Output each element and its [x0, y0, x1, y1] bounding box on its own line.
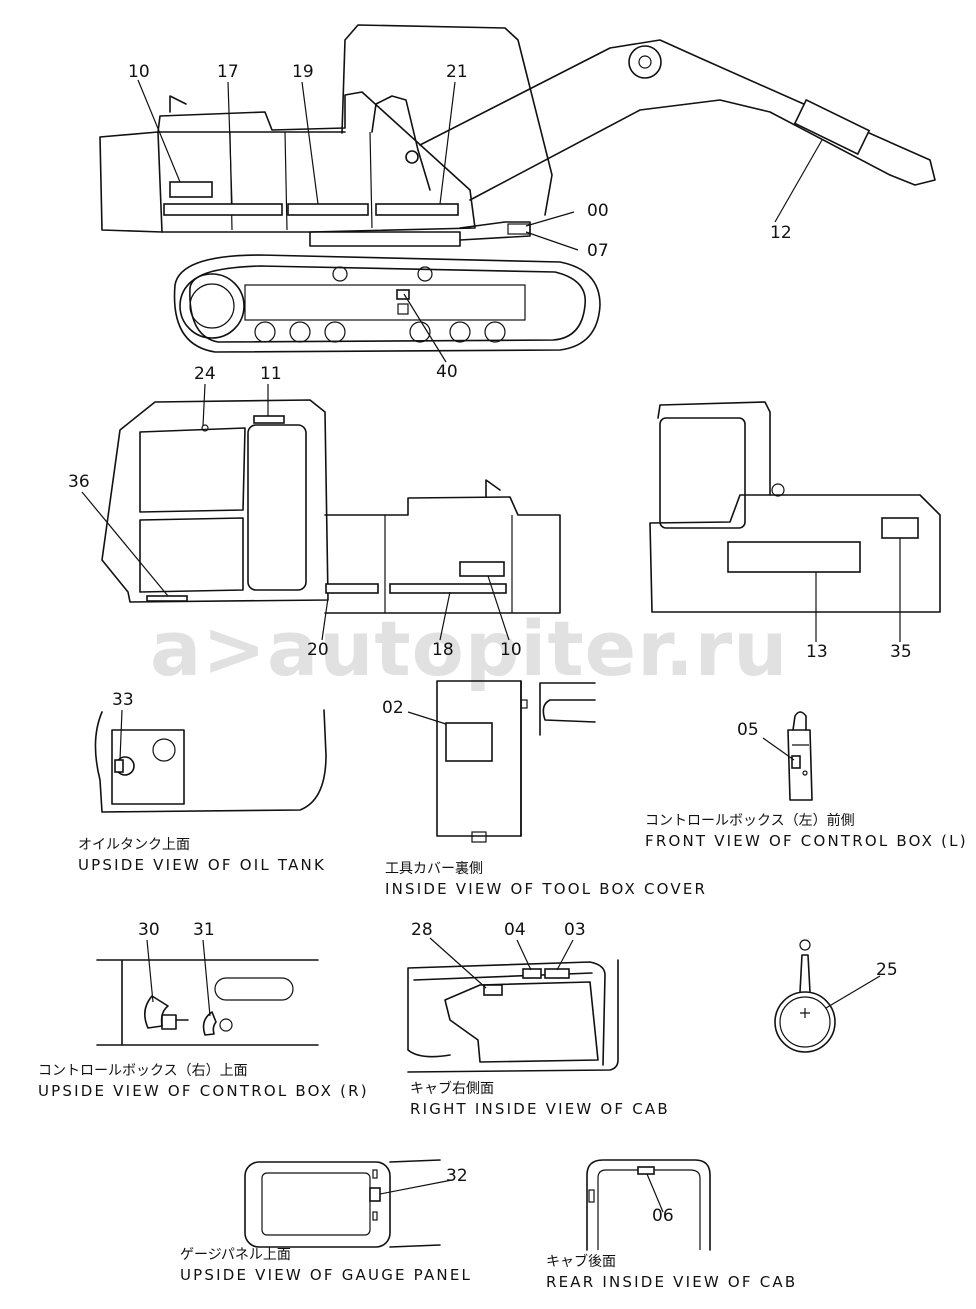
caption-gauge-panel-en: UPSIDE VIEW OF GAUGE PANEL — [180, 1265, 473, 1284]
caption-tool-box-en: INSIDE VIEW OF TOOL BOX COVER — [385, 879, 708, 898]
caption-control-box-l-jp: コントロールボックス（左）前側 — [645, 813, 855, 829]
part-number-36: 36 — [68, 472, 90, 492]
caption-cab-right: キャブ右側面 RIGHT INSIDE VIEW OF CAB — [410, 1080, 670, 1119]
caption-tool-box-jp: 工具カバー裏側 — [385, 861, 483, 877]
part-number-20: 20 — [307, 640, 329, 660]
gauge-panel-drawing — [244, 1159, 441, 1248]
part-number-11: 11 — [260, 364, 282, 384]
part-number-04: 04 — [504, 920, 526, 940]
leader-lines — [81, 79, 901, 1213]
tool-box-cover-drawing — [436, 680, 596, 843]
caption-tool-box: 工具カバー裏側 INSIDE VIEW OF TOOL BOX COVER — [385, 860, 707, 899]
part-number-19: 19 — [292, 62, 314, 82]
part-number-00: 00 — [587, 201, 609, 221]
part-number-35: 35 — [890, 642, 912, 662]
part-number-30: 30 — [138, 920, 160, 940]
caption-oil-tank-jp: オイルタンク上面 — [78, 837, 190, 853]
caption-control-box-r-jp: コントロールボックス（右）上面 — [38, 1063, 248, 1079]
gauge-sender-drawing — [774, 939, 836, 1053]
part-number-10-cab: 10 — [500, 640, 522, 660]
caption-cab-right-en: RIGHT INSIDE VIEW OF CAB — [410, 1099, 670, 1118]
caption-gauge-panel-jp: ゲージパネル上面 — [180, 1247, 291, 1263]
caption-cab-rear-jp: キャブ後面 — [546, 1254, 616, 1270]
part-number-18: 18 — [432, 640, 454, 660]
part-number-17: 17 — [217, 62, 239, 82]
excavator-front-view — [649, 401, 941, 613]
part-number-31: 31 — [193, 920, 215, 940]
part-number-12: 12 — [770, 223, 792, 243]
part-number-07: 07 — [587, 241, 609, 261]
caption-oil-tank-en: UPSIDE VIEW OF OIL TANK — [78, 855, 327, 874]
part-number-24: 24 — [194, 364, 216, 384]
caption-gauge-panel: ゲージパネル上面 UPSIDE VIEW OF GAUGE PANEL — [180, 1246, 472, 1285]
caption-oil-tank: オイルタンク上面 UPSIDE VIEW OF OIL TANK — [78, 836, 326, 875]
part-number-13: 13 — [806, 642, 828, 662]
part-number-05: 05 — [737, 720, 759, 740]
control-box-right-drawing — [96, 959, 319, 1046]
caption-control-box-l-en: FRONT VIEW OF CONTROL BOX (L) — [645, 831, 968, 850]
cab-right-inside-drawing — [407, 959, 619, 1073]
part-number-25: 25 — [876, 960, 898, 980]
cab-rear-drawing — [586, 1159, 711, 1251]
caption-cab-rear-en: REAR INSIDE VIEW OF CAB — [546, 1272, 798, 1291]
caption-cab-right-jp: キャブ右側面 — [410, 1081, 494, 1097]
part-number-28: 28 — [411, 920, 433, 940]
part-number-32: 32 — [446, 1166, 468, 1186]
cab-side-view — [101, 399, 561, 614]
part-number-02: 02 — [382, 698, 404, 718]
part-number-40: 40 — [436, 362, 458, 382]
excavator-side-view — [99, 24, 936, 353]
control-box-left-drawing — [787, 711, 813, 801]
caption-control-box-l: コントロールボックス（左）前側 FRONT VIEW OF CONTROL BO… — [645, 812, 968, 851]
part-number-21: 21 — [446, 62, 468, 82]
caption-control-box-r: コントロールボックス（右）上面 UPSIDE VIEW OF CONTROL B… — [38, 1062, 369, 1101]
part-number-03: 03 — [564, 920, 586, 940]
watermark: a>autopiter.ru — [150, 604, 789, 693]
oil-tank-drawing — [94, 709, 327, 813]
part-number-06: 06 — [652, 1206, 674, 1226]
part-number-33: 33 — [112, 690, 134, 710]
caption-control-box-r-en: UPSIDE VIEW OF CONTROL BOX (R) — [38, 1081, 369, 1100]
caption-cab-rear: キャブ後面 REAR INSIDE VIEW OF CAB — [546, 1253, 797, 1292]
part-number-10: 10 — [128, 62, 150, 82]
